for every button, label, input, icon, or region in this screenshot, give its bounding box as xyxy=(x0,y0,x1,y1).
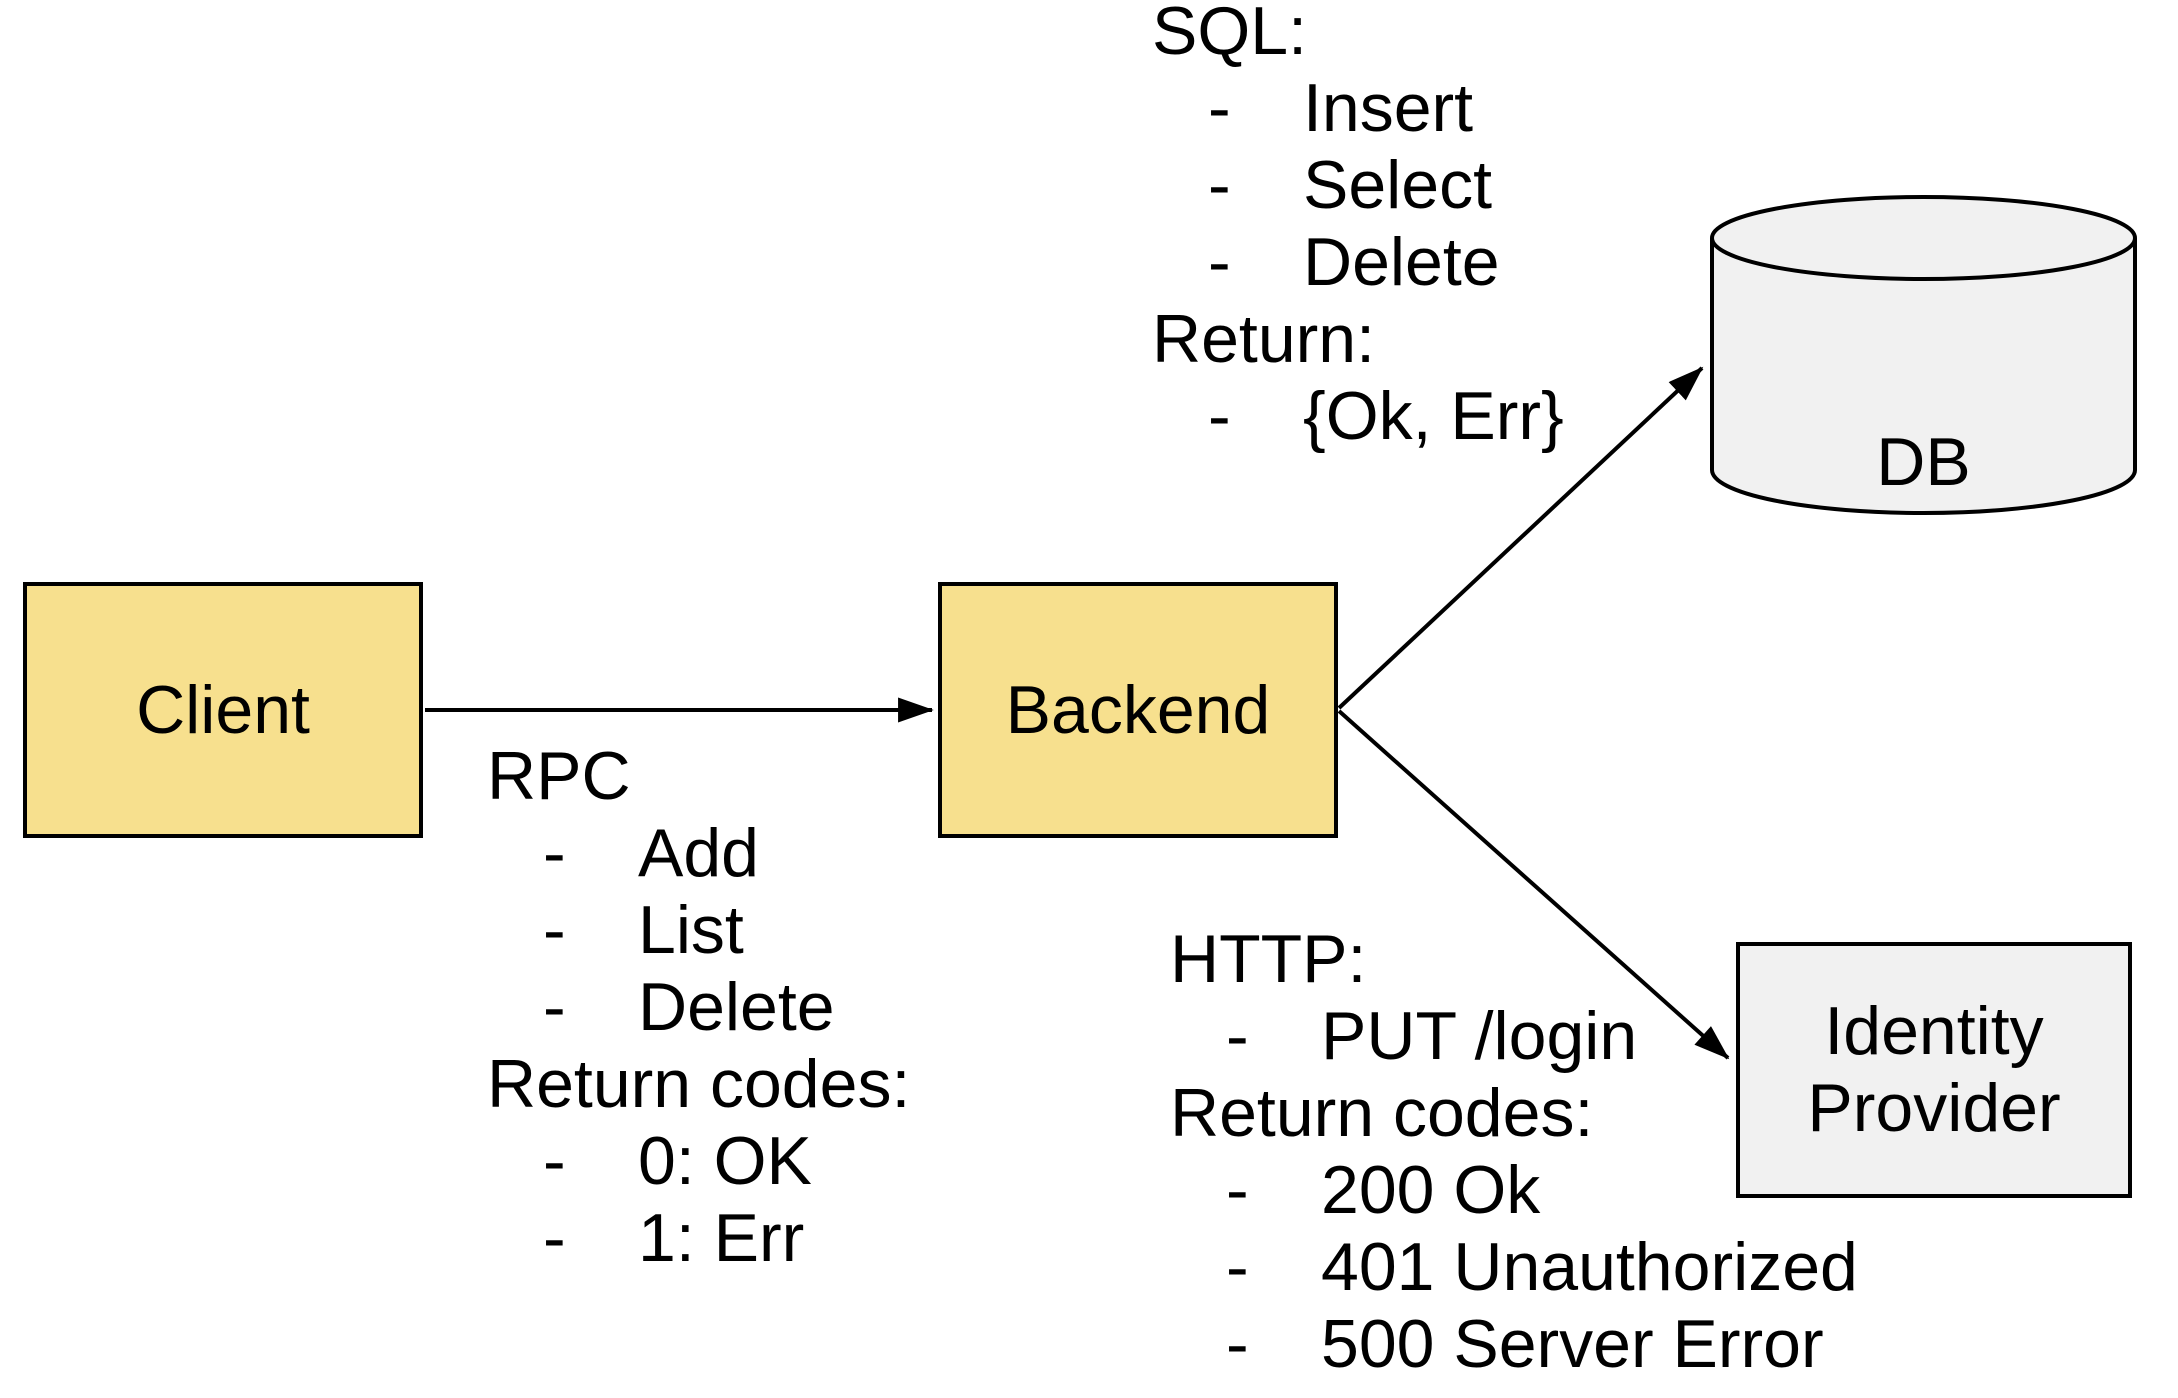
annotation-sql-title: SQL: xyxy=(1152,0,1307,69)
bullet-dash: - xyxy=(1226,1306,1249,1382)
bullet-dash: - xyxy=(1226,1229,1249,1305)
bullet-item: 1: Err xyxy=(638,1200,805,1276)
node-db-label: DB xyxy=(1876,423,1971,500)
node-client-label: Client xyxy=(136,671,310,748)
annotation-line: -500 Server Error xyxy=(1170,1306,1858,1383)
annotation-http-return-title: Return codes: xyxy=(1170,1075,1594,1151)
annotation-line: -Delete xyxy=(487,969,910,1046)
annotation-line: -1: Err xyxy=(487,1200,910,1277)
bullet-dash: - xyxy=(1208,70,1231,146)
bullet-dash: - xyxy=(1226,1152,1249,1228)
annotation-sql: SQL: -Insert -Select -Delete Return: -{O… xyxy=(1152,0,1564,455)
annotation-line: -Insert xyxy=(1152,70,1564,147)
db-cylinder-shape xyxy=(1710,195,2137,515)
node-backend-label: Backend xyxy=(1005,671,1271,748)
arrow-backend-idp[interactable] xyxy=(1337,709,1730,1060)
bullet-item: 401 Unauthorized xyxy=(1321,1229,1858,1305)
node-identity-provider-label-line1: Identity xyxy=(1824,993,2044,1069)
bullet-dash: - xyxy=(543,892,566,968)
bullet-dash: - xyxy=(1208,147,1231,223)
annotation-http-title: HTTP: xyxy=(1170,921,1367,997)
bullet-dash: - xyxy=(543,969,566,1045)
node-identity-provider[interactable]: Identity Provider xyxy=(1736,942,2132,1198)
annotation-line: -Add xyxy=(487,815,910,892)
bullet-item: Select xyxy=(1303,147,1492,223)
bullet-dash: - xyxy=(543,1123,566,1199)
node-backend[interactable]: Backend xyxy=(938,582,1338,838)
bullet-item: List xyxy=(638,892,744,968)
bullet-item: 200 Ok xyxy=(1321,1152,1541,1228)
annotation-rpc: RPC -Add -List -Delete Return codes: -0:… xyxy=(487,738,910,1277)
arrow-backend-db[interactable] xyxy=(1337,366,1704,710)
annotation-rpc-title: RPC xyxy=(487,738,631,814)
annotation-line: -List xyxy=(487,892,910,969)
bullet-dash: - xyxy=(1208,224,1231,300)
node-client[interactable]: Client xyxy=(23,582,423,838)
annotation-line: -200 Ok xyxy=(1170,1152,1858,1229)
bullet-item: {Ok, Err} xyxy=(1303,378,1564,454)
bullet-item: Delete xyxy=(638,969,835,1045)
bullet-dash: - xyxy=(543,815,566,891)
annotation-line: -PUT /login xyxy=(1170,998,1858,1075)
bullet-dash: - xyxy=(1208,378,1231,454)
bullet-item: PUT /login xyxy=(1321,998,1638,1074)
annotation-line: -Select xyxy=(1152,147,1564,224)
bullet-item: Insert xyxy=(1303,70,1474,146)
annotation-line: -{Ok, Err} xyxy=(1152,378,1564,455)
bullet-item: 0: OK xyxy=(638,1123,812,1199)
node-db[interactable]: DB xyxy=(1710,195,2137,515)
annotation-line: -Delete xyxy=(1152,224,1564,301)
annotation-http: HTTP: -PUT /login Return codes: -200 Ok … xyxy=(1170,921,1858,1383)
annotation-rpc-return-title: Return codes: xyxy=(487,1046,911,1122)
annotation-line: -401 Unauthorized xyxy=(1170,1229,1858,1306)
annotation-line: -0: OK xyxy=(487,1123,910,1200)
bullet-dash: - xyxy=(1226,998,1249,1074)
node-identity-provider-label-line2: Provider xyxy=(1807,1070,2061,1146)
bullet-item: Add xyxy=(638,815,759,891)
bullet-item: 500 Server Error xyxy=(1321,1306,1824,1382)
bullet-dash: - xyxy=(543,1200,566,1276)
annotation-sql-return-title: Return: xyxy=(1152,301,1375,377)
bullet-item: Delete xyxy=(1303,224,1500,300)
